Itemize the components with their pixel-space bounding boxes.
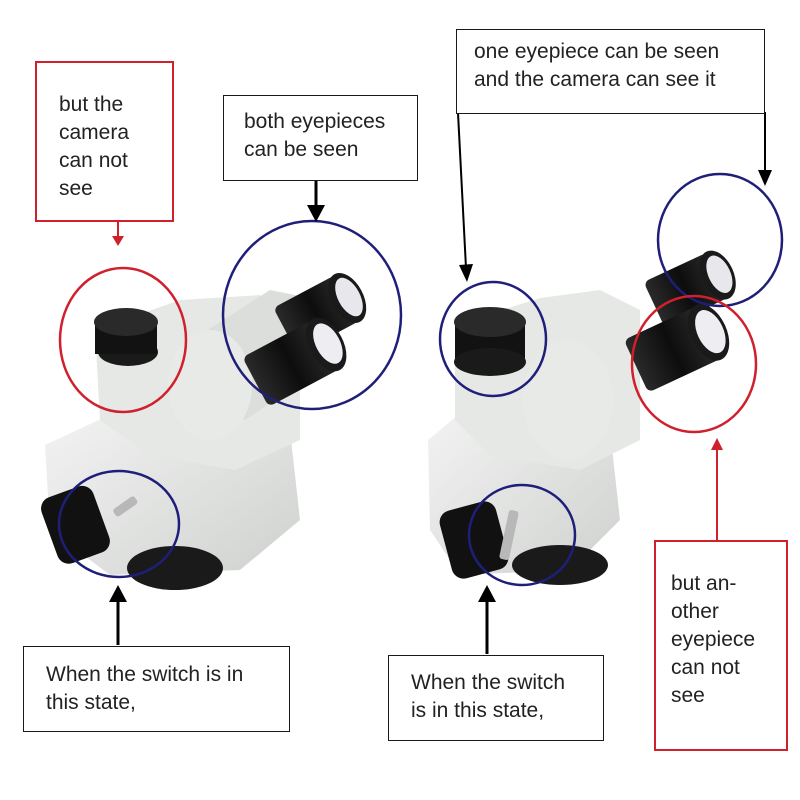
right-switch-circle — [467, 483, 577, 587]
right-other-arrowhead — [711, 438, 723, 450]
left-eyepieces-note: both eyepieces can be seen — [223, 95, 418, 181]
left-camera-port-top — [94, 308, 158, 336]
right-objective — [512, 545, 608, 585]
right-eyepiece-arrowhead — [758, 170, 772, 186]
left-camera-note: but the camera can not see — [35, 61, 174, 222]
left-eyepieces-arrowhead — [307, 205, 325, 222]
left-focus-knob — [41, 485, 110, 564]
right-other-note: but an- other eyepiece can not see — [654, 540, 788, 751]
left-camera-circle — [58, 266, 188, 414]
left-switch-note: When the switch is in this state, — [23, 646, 290, 732]
left-eyepieces-circle — [221, 219, 403, 411]
right-focus-knob — [439, 501, 509, 579]
left-switch-circle — [57, 469, 181, 579]
right-housing-curve — [523, 340, 613, 460]
right-other-eyepiece-circle — [630, 294, 758, 434]
right-switch-note: When the switch is in this state, — [388, 655, 604, 741]
right-eyepiece-circle — [656, 172, 784, 308]
right-eyepiece-note: one eyepiece can be seen and the camera … — [456, 29, 765, 114]
right-camera-connector — [457, 112, 467, 269]
right-switch-arrowhead — [478, 585, 496, 602]
right-eyepiece-connector — [458, 112, 766, 172]
right-camera-circle — [438, 280, 548, 398]
right-eyepiece-front — [625, 304, 730, 391]
left-switch-arrowhead — [109, 585, 127, 602]
left-housing-curve — [168, 330, 252, 440]
left-eyepiece-front — [244, 317, 347, 405]
left-switch-rod — [113, 496, 138, 517]
right-switch-rod — [499, 510, 519, 560]
left-objective — [127, 546, 223, 590]
left-camera-arrowhead — [112, 236, 124, 246]
right-camera-port-top — [454, 307, 526, 337]
left-microscope — [41, 272, 367, 590]
right-camera-arrowhead — [459, 264, 473, 282]
